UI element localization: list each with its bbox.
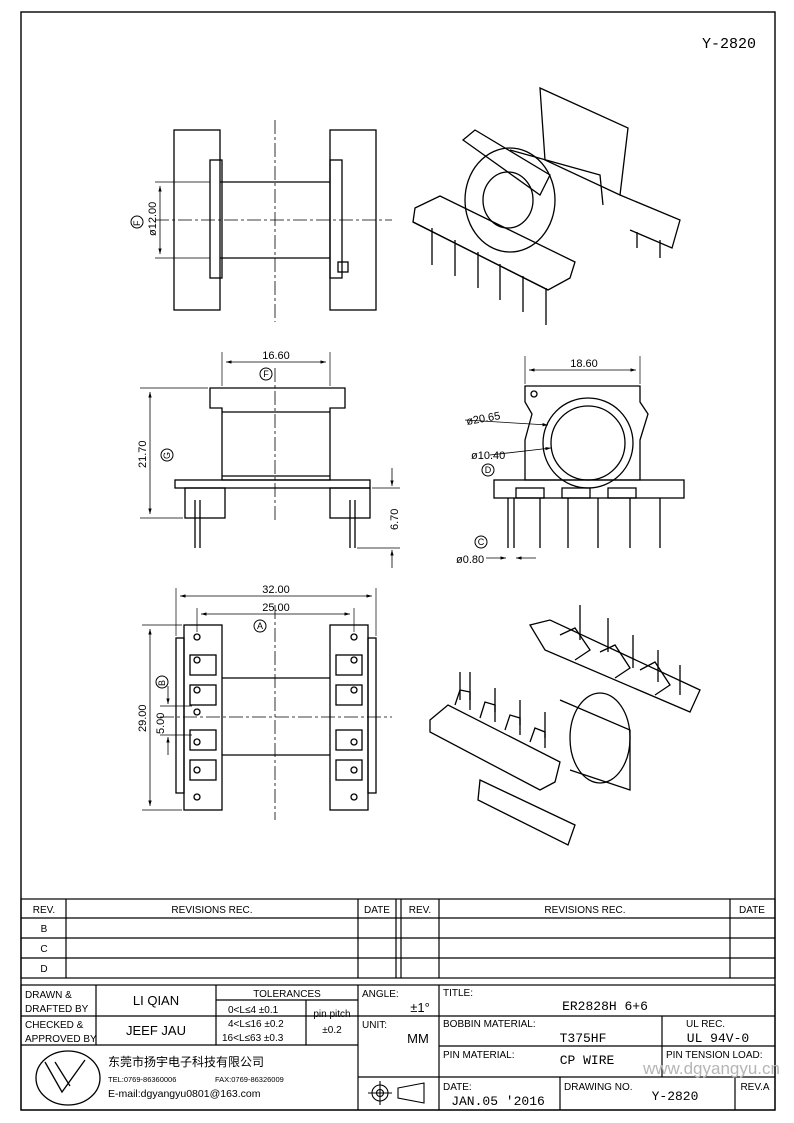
ul-value: UL 94V-0 [687,1031,749,1046]
side-inner-marker: D [485,465,492,475]
company-name: 东莞市扬宇电子科技有限公司 [108,1054,264,1069]
bobbin-value: T375HF [560,1031,607,1046]
unit-value: MM [407,1031,429,1046]
projection-symbol [368,1081,425,1105]
side-pin-marker: C [478,537,485,547]
rev-row-d: D [40,964,47,975]
drawn-label-2: DRAFTED BY [25,1004,89,1015]
bottom-pitch-marker: B [157,680,167,686]
isometric-view-upper [412,86,681,325]
title-value: ER2828H 6+6 [562,999,648,1014]
bottom-outer-width-label: 32.00 [262,584,290,596]
front-height-marker-circle [160,448,174,462]
side-inner-marker-circle [481,463,495,477]
date-label: DATE: [443,1082,472,1093]
drawn-label-1: DRAWN & [25,990,72,1001]
top-view [155,120,392,322]
rev-row-b: B [41,924,48,935]
side-view [464,356,685,560]
pin-material-label: PIN MATERIAL: [443,1050,515,1061]
pin-pitch-label: pin pitch [313,1009,350,1020]
isometric-view-lower [429,605,701,846]
pin-pitch-value: ±0.2 [322,1025,342,1036]
sheet-border [20,11,776,1111]
front-pin-len-label: 6.70 [389,509,401,530]
bottom-height-label: 29.00 [137,704,149,732]
drawing-no-label: DRAWING NO. [564,1082,633,1093]
unit-label: UNIT: [362,1020,387,1031]
bottom-pitch-marker-circle [155,675,169,689]
checked-label-2: APPROVED BY [25,1034,97,1045]
bottom-view [142,588,392,820]
tolerance-1: 0<L≤4 ±0.1 [228,1005,279,1016]
checked-label-1: CHECKED & [25,1020,84,1031]
front-width-marker: F [263,369,269,379]
bottom-pin-span-label: 25.00 [262,602,290,614]
front-width-label: 16.60 [262,350,290,362]
date-value: JAN.05 '2016 [451,1094,545,1109]
bottom-pin-span-marker: A [257,621,263,631]
bottom-pin-span-marker-circle [253,619,267,633]
rev-date-header-right: DATE [739,905,765,916]
part-code: Y-2820 [702,36,756,53]
rev-desc-header-left: REVISIONS REC. [171,905,252,916]
rev-header-left: REV. [33,905,55,916]
bobbin-label: BOBBIN MATERIAL: [443,1019,536,1030]
pin-material-value: CP WIRE [560,1053,615,1068]
top-view-marker-circle [130,215,144,229]
drawing-no-value: Y-2820 [652,1089,699,1104]
title-block [20,984,776,1111]
checked-value: JEEF JAU [126,1023,186,1038]
front-view [140,352,400,568]
side-pin-marker-circle [474,535,488,549]
tolerances-label: TOLERANCES [253,989,321,1000]
company-logo [35,1050,101,1106]
front-height-marker: G [162,452,172,459]
top-view-dia-label: ø12.00 [147,202,159,236]
watermark: www.dgyangyu.cn [642,1059,780,1078]
angle-label: ANGLE: [362,989,399,1000]
tolerance-2: 4<L≤16 ±0.2 [228,1019,284,1030]
side-outer-dia-label: ø20.65 [465,410,501,428]
side-pin-dia-label: ø0.80 [456,554,484,566]
pin-tension-label: PIN TENSION LOAD: [666,1050,763,1061]
front-height-label: 21.70 [137,440,149,468]
title-label: TITLE: [443,988,473,999]
rev-header-right: REV. [409,905,431,916]
top-view-marker: F [132,220,142,226]
company-tel: TEL:0769-86360006 [108,1075,176,1084]
bottom-pin-pitch-label: 5.00 [155,713,167,734]
angle-value: ±1° [410,1000,430,1015]
drawn-value: LI QIAN [133,993,179,1008]
rev-label: REV.A [740,1082,769,1093]
front-width-marker-circle [259,367,273,381]
revisions-table [20,898,776,979]
company-email: E-mail:dgyangyu0801@163.com [108,1088,261,1100]
rev-date-header-left: DATE [364,905,390,916]
side-width-label: 18.60 [570,358,598,370]
side-inner-dia-label: ø10.40 [471,450,505,462]
rev-row-c: C [40,944,47,955]
ul-label: UL REC. [686,1019,725,1030]
rev-desc-header-right: REVISIONS REC. [544,905,625,916]
company-fax: FAX:0769-86326009 [215,1075,284,1084]
tolerance-3: 16<L≤63 ±0.3 [222,1033,284,1044]
